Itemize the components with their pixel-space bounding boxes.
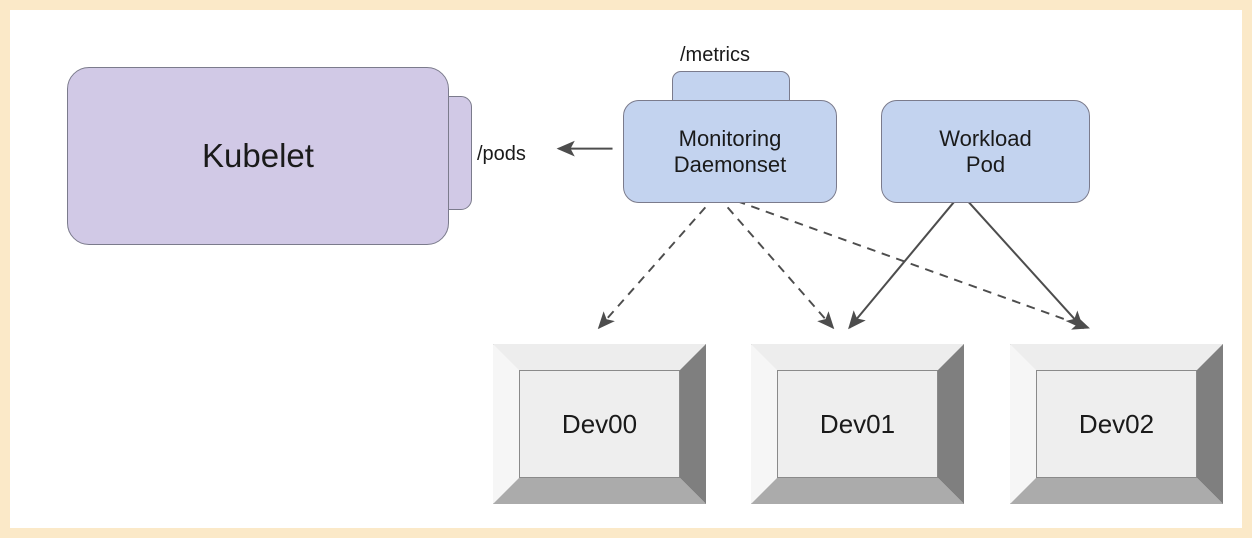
device-bevel-bottom — [1010, 478, 1223, 504]
device-node-dev02[interactable]: Dev02 — [1010, 344, 1223, 504]
monitoring-metrics-port-label: /metrics — [680, 44, 750, 66]
device-label: Dev00 — [561, 408, 638, 439]
kubelet-node[interactable]: Kubelet — [67, 67, 449, 245]
device-label: Dev02 — [1078, 408, 1155, 439]
device-bevel-left — [1010, 344, 1036, 504]
device-bevel-bottom — [493, 478, 706, 504]
workload-pod-label-line1: Workload — [939, 125, 1032, 151]
kubelet-label: Kubelet — [202, 136, 314, 174]
device-face: Dev01 — [777, 370, 938, 478]
monitoring-daemonset-label-line1: Monitoring — [678, 125, 782, 151]
device-bevel-right — [1197, 344, 1223, 504]
device-bevel-bottom — [751, 478, 964, 504]
device-bevel-top — [493, 344, 706, 370]
kubelet-pods-port-label: /pods — [477, 143, 526, 165]
device-bevel-left — [751, 344, 777, 504]
edge-workload-to-dev01 — [848, 195, 960, 330]
edge-monitoring-to-dev01 — [716, 195, 835, 330]
edge-workload-to-dev02 — [962, 195, 1084, 330]
monitoring-daemonset-label-line2: Daemonset — [673, 151, 787, 177]
device-label: Dev01 — [819, 408, 896, 439]
device-bevel-top — [751, 344, 964, 370]
device-bevel-right — [938, 344, 964, 504]
edge-monitoring-to-dev00 — [597, 195, 717, 330]
device-face: Dev00 — [519, 370, 680, 478]
workload-pod-label-line2: Pod — [965, 151, 1006, 177]
device-bevel-right — [680, 344, 706, 504]
device-node-dev01[interactable]: Dev01 — [751, 344, 964, 504]
device-bevel-top — [1010, 344, 1223, 370]
device-bevel-left — [493, 344, 519, 504]
edge-monitoring-to-dev02 — [721, 194, 1090, 330]
device-node-dev00[interactable]: Dev00 — [493, 344, 706, 504]
device-face: Dev02 — [1036, 370, 1197, 478]
